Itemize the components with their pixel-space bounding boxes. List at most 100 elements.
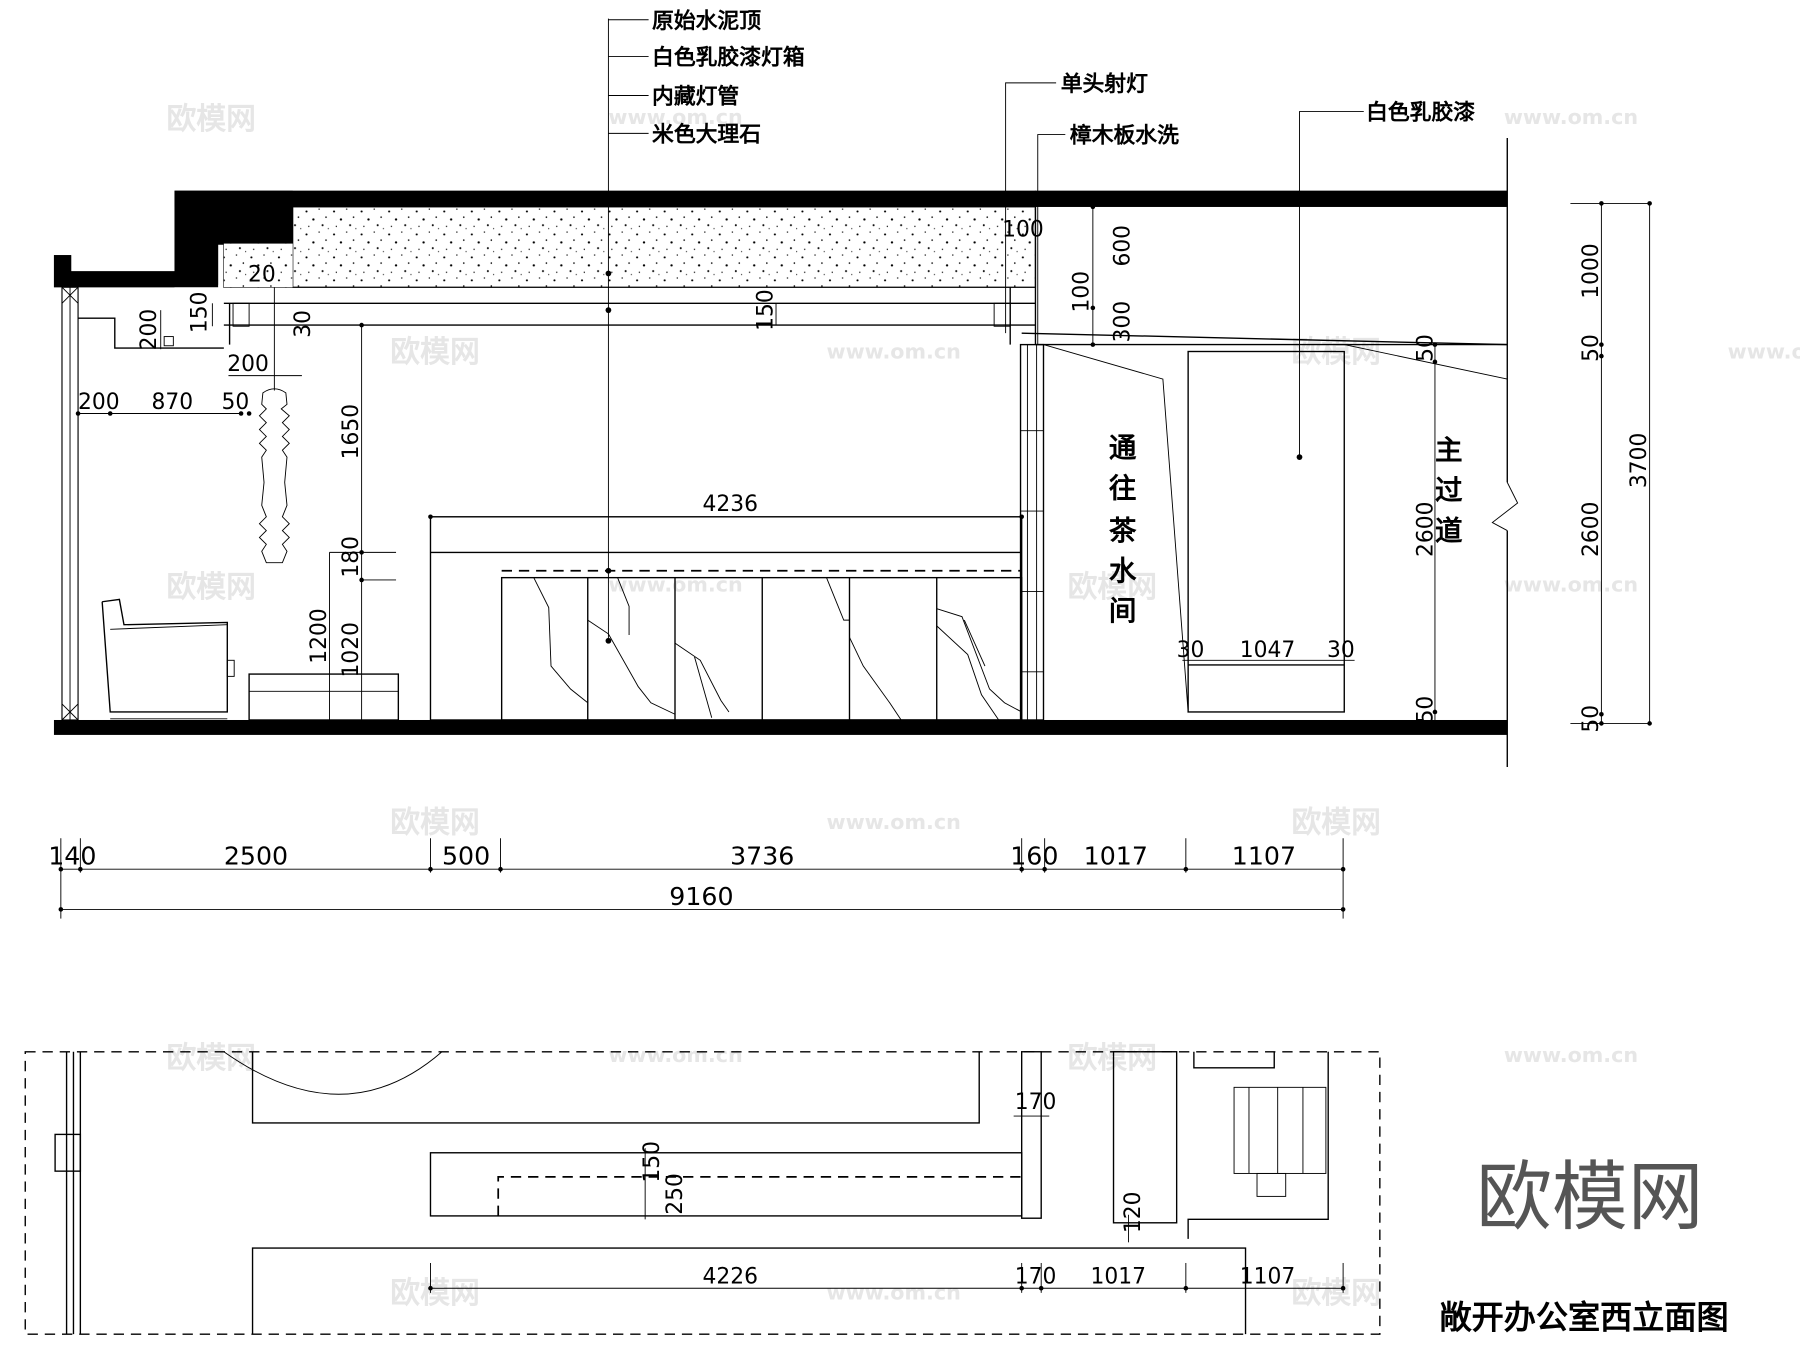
elevation-dimensions: 200 870 50 200 20 200 150 30 150 1650 18… [75, 204, 1439, 724]
svg-text:50: 50 [1579, 334, 1604, 362]
drawing-title: 敞开办公室西立面图 [1440, 1298, 1729, 1336]
svg-text:欧模网: 欧模网 [1291, 805, 1380, 840]
svg-text:www.om.cn: www.om.cn [1728, 339, 1800, 363]
svg-text:茶: 茶 [1109, 515, 1137, 547]
svg-text:30: 30 [1327, 638, 1355, 663]
svg-text:1107: 1107 [1232, 842, 1296, 871]
svg-text:主: 主 [1435, 434, 1463, 466]
height-dimensions: 1000 50 2600 50 3700 [1570, 201, 1652, 733]
svg-text:欧模网: 欧模网 [390, 335, 479, 370]
svg-text:3736: 3736 [730, 842, 794, 871]
floor-slab [53, 719, 1508, 735]
svg-text:www.om.cn: www.om.cn [827, 1281, 961, 1305]
svg-text:30: 30 [291, 310, 316, 338]
svg-text:www.om.cn: www.om.cn [608, 1043, 742, 1067]
svg-text:www.om.cn: www.om.cn [1504, 1043, 1638, 1067]
svg-text:www.om.cn: www.om.cn [1504, 572, 1638, 596]
svg-text:道: 道 [1435, 515, 1463, 547]
svg-text:120: 120 [1121, 1192, 1146, 1234]
svg-text:www.om.cn: www.om.cn [827, 339, 961, 363]
wood-panel-column [1019, 343, 1045, 721]
svg-text:200: 200 [137, 309, 162, 351]
armchair-icon [101, 598, 235, 720]
svg-text:欧模网: 欧模网 [1068, 1041, 1157, 1076]
svg-text:樟木板水洗: 樟木板水洗 [1070, 123, 1179, 149]
svg-text:www.om.cn: www.om.cn [608, 105, 742, 129]
svg-text:欧模网: 欧模网 [166, 570, 255, 605]
svg-text:1107: 1107 [1240, 1265, 1295, 1290]
pendant-lamp-icon [258, 287, 290, 564]
svg-text:欧模网: 欧模网 [390, 805, 479, 840]
svg-text:50: 50 [1414, 696, 1439, 724]
svg-text:4236: 4236 [703, 492, 758, 517]
svg-text:2600: 2600 [1579, 501, 1604, 556]
svg-text:1017: 1017 [1091, 1265, 1146, 1290]
svg-text:内藏灯管: 内藏灯管 [652, 84, 739, 110]
svg-text:1020: 1020 [339, 622, 364, 677]
svg-text:150: 150 [640, 1141, 665, 1183]
svg-text:50: 50 [1414, 334, 1439, 362]
svg-text:100: 100 [1002, 218, 1044, 243]
svg-text:300: 300 [1111, 301, 1136, 343]
svg-text:600: 600 [1111, 225, 1136, 267]
svg-text:过: 过 [1435, 475, 1463, 507]
svg-text:100: 100 [1069, 271, 1094, 313]
svg-text:170: 170 [1015, 1090, 1057, 1115]
elevation-view: 通 往 茶 水 间 主 过 道 原始水 [53, 8, 1652, 768]
svg-text:1200: 1200 [307, 608, 332, 663]
svg-text:2600: 2600 [1414, 501, 1439, 556]
svg-text:250: 250 [663, 1173, 688, 1215]
svg-text:200: 200 [227, 352, 269, 377]
site-logo: 欧模网 [1476, 1153, 1703, 1241]
width-dimensions: 140 2500 500 3736 160 1017 1107 9160 [48, 838, 1346, 919]
svg-text:水: 水 [1109, 555, 1137, 587]
svg-text:1017: 1017 [1084, 842, 1148, 871]
svg-text:原始水泥顶: 原始水泥顶 [652, 8, 761, 34]
svg-text:米色大理石: 米色大理石 [652, 121, 761, 147]
svg-text:20: 20 [248, 262, 276, 287]
svg-text:通: 通 [1109, 432, 1137, 464]
svg-text:欧模网: 欧模网 [1068, 570, 1157, 605]
svg-text:160: 160 [1010, 842, 1058, 871]
svg-text:2500: 2500 [224, 842, 288, 871]
appliance-icon [1233, 1086, 1327, 1197]
callout-leaders [605, 18, 1364, 644]
svg-text:870: 870 [152, 390, 194, 415]
svg-text:www.om.cn: www.om.cn [827, 810, 961, 834]
plan-view: 170 150 250 120 4226 170 1017 11 [24, 1051, 1381, 1335]
svg-text:500: 500 [442, 842, 490, 871]
svg-text:4226: 4226 [703, 1265, 758, 1290]
svg-text:白色乳胶漆: 白色乳胶漆 [1366, 100, 1475, 126]
svg-text:1650: 1650 [339, 404, 364, 459]
svg-text:50: 50 [222, 390, 250, 415]
main-aisle-label: 主 过 道 [1435, 434, 1463, 546]
svg-text:1047: 1047 [1240, 638, 1295, 663]
svg-text:140: 140 [48, 842, 96, 871]
svg-text:www.om.cn: www.om.cn [1504, 105, 1638, 129]
svg-text:150: 150 [188, 292, 213, 334]
side-table [248, 673, 400, 721]
svg-text:3700: 3700 [1627, 433, 1652, 488]
svg-text:欧模网: 欧模网 [1291, 1276, 1380, 1311]
marble-counter [429, 516, 1023, 721]
svg-text:欧模网: 欧模网 [166, 1041, 255, 1076]
spotlight-icon [232, 302, 250, 327]
svg-text:单头射灯: 单头射灯 [1061, 71, 1148, 97]
tea-room-label: 通 往 茶 水 间 [1109, 432, 1137, 627]
svg-text:150: 150 [754, 289, 779, 331]
svg-text:白色乳胶漆灯箱: 白色乳胶漆灯箱 [652, 45, 805, 71]
white-cabinet [1187, 350, 1345, 713]
svg-text:欧模网: 欧模网 [166, 102, 255, 137]
spotlight-icon [993, 302, 1011, 327]
svg-text:50: 50 [1579, 705, 1604, 733]
svg-text:1000: 1000 [1579, 243, 1604, 298]
svg-text:170: 170 [1015, 1265, 1057, 1290]
svg-text:间: 间 [1109, 595, 1137, 627]
svg-text:9160: 9160 [669, 882, 733, 911]
svg-text:200: 200 [78, 390, 120, 415]
svg-text:欧模网: 欧模网 [390, 1276, 479, 1311]
material-callouts: 原始水泥顶 白色乳胶漆灯箱 内藏灯管 米色大理石 单头射灯 樟木板水洗 白色乳胶… [652, 8, 1475, 149]
watermarks: 欧模网 www.om.cn www.om.cn 欧模网 www.om.cn 欧模… [166, 102, 1800, 1311]
svg-text:180: 180 [339, 536, 364, 578]
